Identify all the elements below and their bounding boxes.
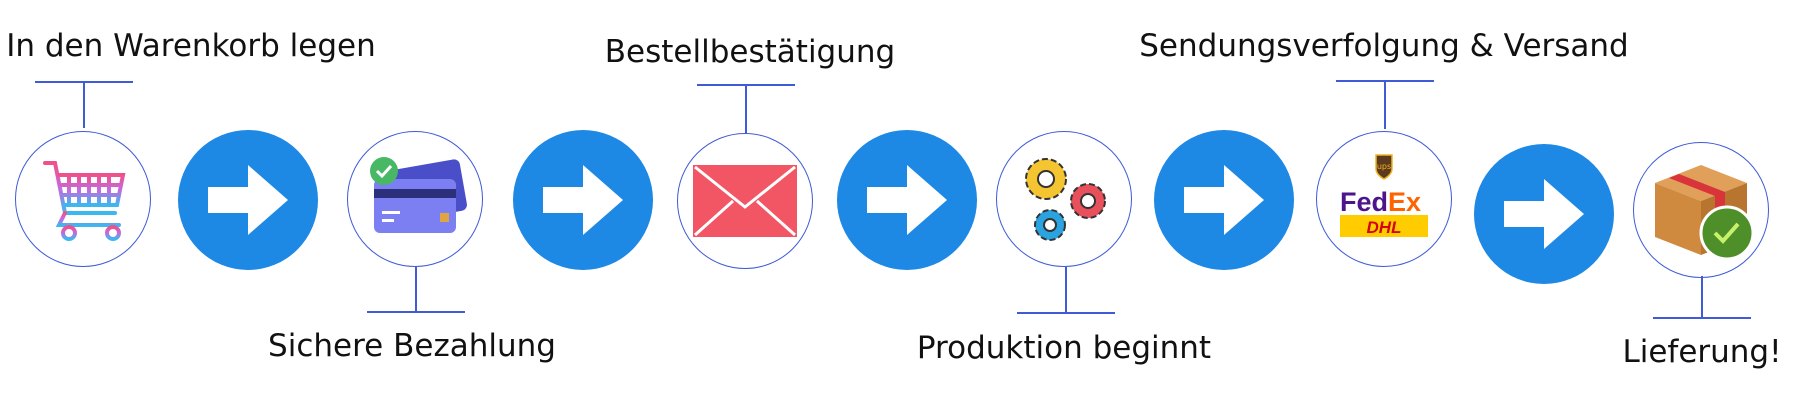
step-delivery <box>1633 142 1769 278</box>
arrow-right-icon <box>867 165 947 235</box>
arrow-2 <box>513 130 653 270</box>
step-label-delivery: Lieferung! <box>1622 334 1782 370</box>
connector <box>1653 317 1751 319</box>
step-payment <box>347 131 483 267</box>
connector <box>367 311 465 313</box>
connector <box>1701 276 1703 318</box>
envelope-icon <box>693 165 797 237</box>
connector <box>1065 267 1067 313</box>
fedex-logo: FedEx <box>1340 187 1421 217</box>
arrow-3 <box>837 130 977 270</box>
arrow-5 <box>1474 144 1614 284</box>
ups-logo: ups <box>1377 162 1391 171</box>
connector <box>1017 312 1115 314</box>
connector <box>83 82 85 128</box>
arrow-right-icon <box>1504 179 1584 249</box>
step-label-production: Produktion beginnt <box>916 330 1212 366</box>
step-label-payment: Sichere Bezahlung <box>268 328 556 364</box>
shopping-cart-icon <box>43 161 126 241</box>
connector <box>415 267 417 312</box>
arrow-right-icon <box>1184 165 1264 235</box>
arrow-4 <box>1154 130 1294 270</box>
dhl-logo: DHL <box>1367 218 1402 237</box>
credit-card-icon <box>370 157 467 233</box>
step-production <box>996 131 1132 267</box>
connector <box>745 85 747 133</box>
arrow-right-icon <box>543 165 623 235</box>
gears-icon <box>1025 158 1106 241</box>
step-shipping: ups FedEx DHL <box>1316 131 1452 267</box>
arrow-right-icon <box>208 165 288 235</box>
package-check-icon <box>1655 165 1755 261</box>
step-label-cart: In den Warenkorb legen <box>6 28 376 64</box>
connector <box>1384 81 1386 129</box>
step-label-confirmation: Bestellbestätigung <box>604 34 896 70</box>
step-confirmation <box>677 133 813 269</box>
step-label-shipping: Sendungsverfolgung & Versand <box>1139 28 1629 64</box>
step-cart <box>15 131 151 267</box>
carrier-logos-icon: ups FedEx DHL <box>1340 154 1428 237</box>
arrow-1 <box>178 130 318 270</box>
